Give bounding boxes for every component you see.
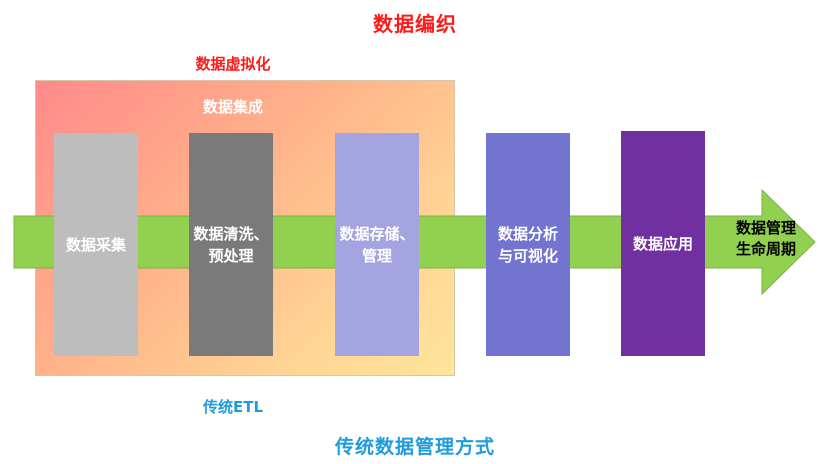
data-weaving-title: 数据编织 [373, 12, 457, 36]
data-virtualization-label: 数据虚拟化 [195, 55, 271, 73]
data-integration-label: 数据集成 [202, 98, 263, 116]
stage-data-analysis: 数据分析 与可视化 [486, 133, 570, 356]
stage-data-storage: 数据存储、 管理 [335, 133, 419, 356]
traditional-etl-label: 传统ETL [202, 398, 264, 416]
stage-data-application: 数据应用 [621, 131, 705, 356]
lifecycle-label: 数据管理 生命周期 [735, 219, 796, 258]
traditional-management-title: 传统数据管理方式 [334, 436, 495, 458]
stage-data-collection: 数据采集 [54, 133, 138, 356]
stage-data-cleaning: 数据清洗、 预处理 [189, 133, 273, 356]
